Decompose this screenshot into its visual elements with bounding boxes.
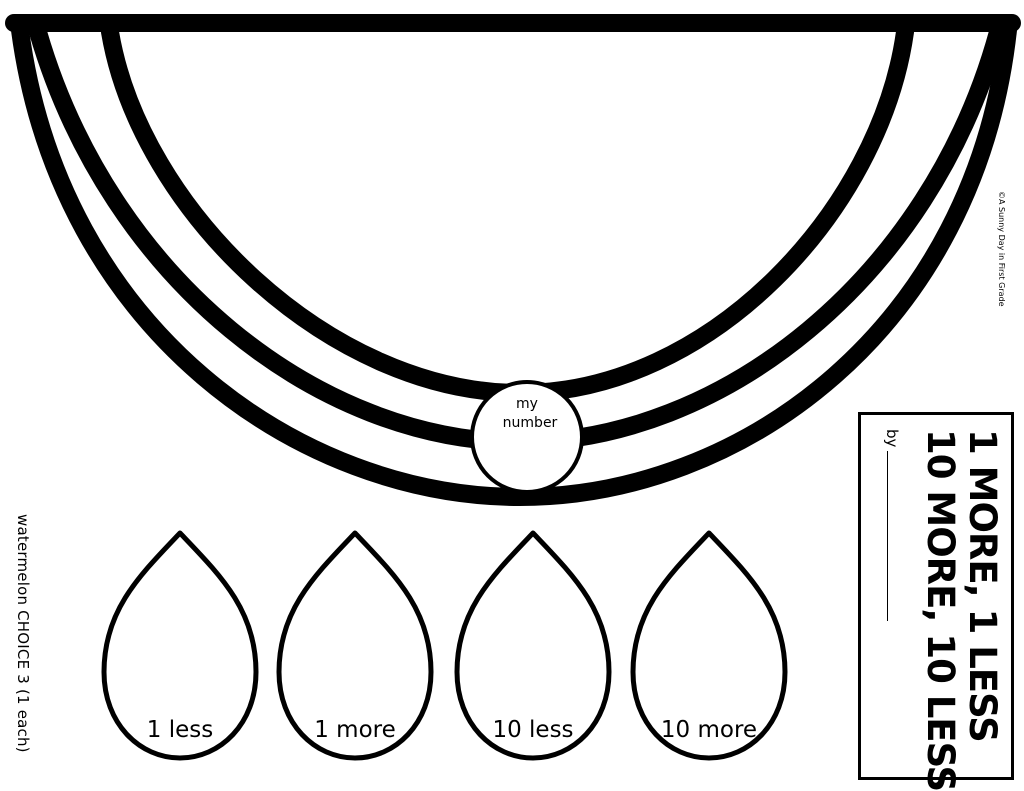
author-line[interactable]: by <box>883 429 901 769</box>
title-card-text: 1 MORE, 1 LESS 10 MORE, 10 LESS by <box>871 429 1004 791</box>
my-number-label-line1: my <box>516 396 538 412</box>
seed-drop-10-less[interactable]: 10 less <box>454 530 612 761</box>
title-line-1: 1 MORE, 1 LESS <box>961 429 1004 742</box>
title-card: 1 MORE, 1 LESS 10 MORE, 10 LESS by <box>858 412 1014 791</box>
seed-drop-1-more[interactable]: 1 more <box>276 530 434 761</box>
seed-drop-1-less[interactable]: 1 less <box>101 530 259 761</box>
seed-drop-label: 1 more <box>314 717 396 743</box>
seed-drop-label: 10 less <box>492 717 573 743</box>
watermelon-outer-rind <box>11 21 1017 507</box>
seed-drop-label: 1 less <box>147 717 213 743</box>
author-name-blank[interactable] <box>887 451 888 622</box>
copyright-notice: ©A Sunny Day in First Grade <box>997 191 1006 307</box>
seed-drop-10-more[interactable]: 10 more <box>630 530 788 761</box>
my-number-label-line2: number <box>503 415 558 431</box>
my-number-circle[interactable]: my number <box>470 380 584 494</box>
side-caption: watermelon CHOICE 3 (1 each) <box>14 514 32 753</box>
by-label: by <box>883 429 901 448</box>
seed-drop-label: 10 more <box>661 717 757 743</box>
watermelon-middle-rind <box>29 23 1007 452</box>
title-line-2: 10 MORE, 10 LESS <box>919 429 962 791</box>
